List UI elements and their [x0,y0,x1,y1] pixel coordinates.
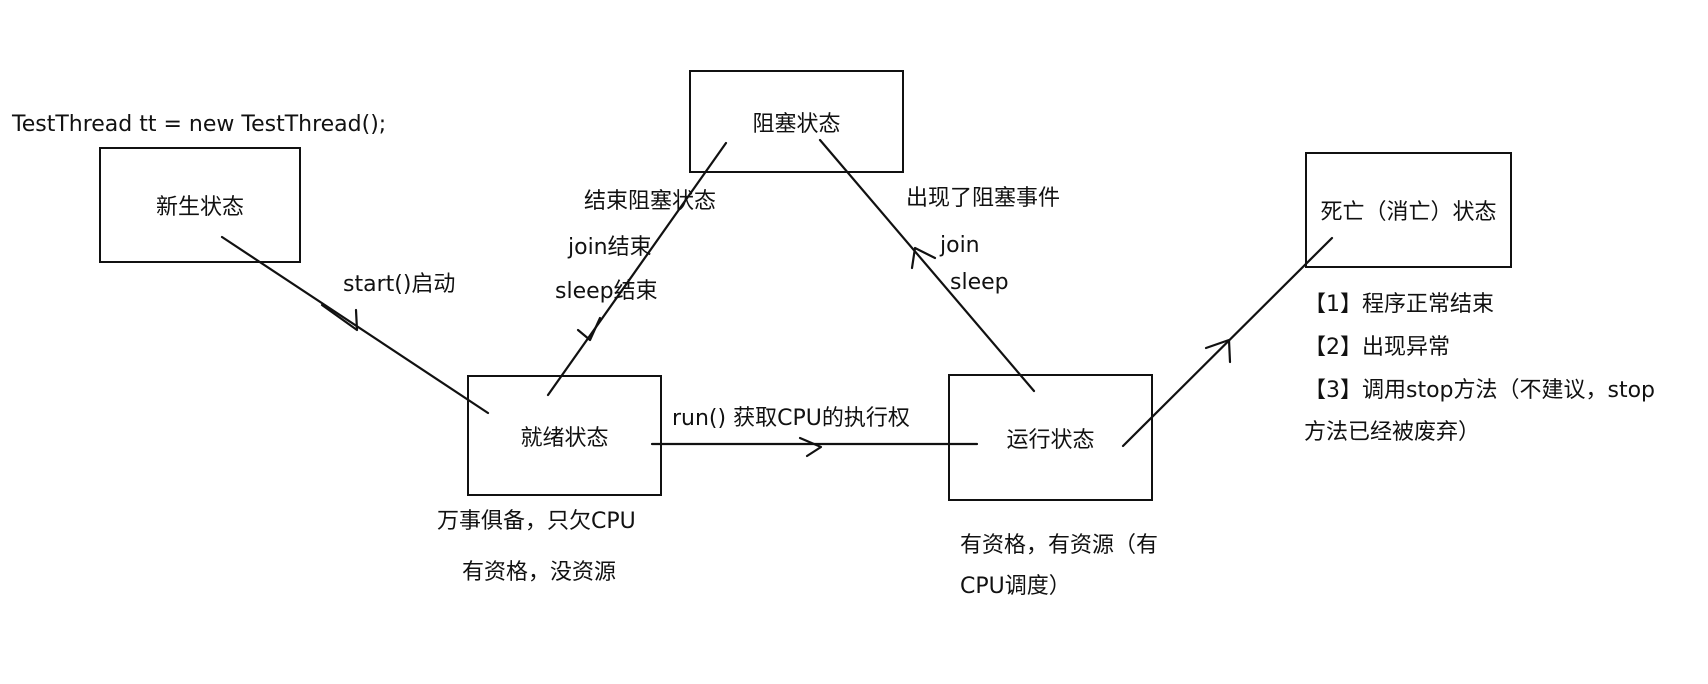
end-block-label-3: sleep结束 [555,279,658,304]
edge-running-to-dead [1121,236,1334,448]
state-new-box: 新生状态 [99,147,301,263]
state-running-label: 运行状态 [1006,427,1095,453]
block-event-label-2: join [940,233,980,258]
running-note-1: 有资格，有资源（有 [960,533,1159,558]
edge-running-to-blocked [818,138,1036,393]
code-line: TestThread tt = new TestThread(); [12,112,387,137]
run-label: run() 获取CPU的执行权 [672,406,910,431]
end-block-label-2: join结束 [568,235,652,260]
edge-blocked-to-ready [546,141,728,397]
edge-new-to-ready [220,235,490,415]
arrowhead-running-to-dead [1204,338,1232,364]
dead-note-4: 方法已经被废弃） [1304,420,1481,445]
ready-note-1: 万事俱备，只欠CPU [437,509,636,534]
dead-note-1: 【1】程序正常结束 [1304,292,1494,317]
running-note-2: CPU调度） [960,574,1071,599]
arrowhead-new-to-ready [320,303,359,332]
start-label: start()启动 [343,272,456,297]
state-dead-box: 死亡（消亡）状态 [1305,152,1512,268]
state-blocked-label: 阻塞状态 [752,111,841,137]
arrowhead-ready-to-running [798,436,823,458]
state-blocked-box: 阻塞状态 [689,70,904,173]
state-running-box: 运行状态 [948,374,1153,501]
dead-note-3: 【3】调用stop方法（不建议，stop [1304,378,1656,403]
ready-note-2: 有资格，没资源 [462,560,617,585]
state-ready-box: 就绪状态 [467,375,662,496]
block-event-label-3: sleep [950,270,1009,295]
arrowhead-blocked-to-ready [576,316,602,342]
dead-note-2: 【2】出现异常 [1304,335,1450,360]
state-dead-label: 死亡（消亡）状态 [1320,200,1497,225]
state-new-label: 新生状态 [155,195,244,220]
end-block-label-1: 结束阻塞状态 [584,189,717,214]
block-event-label-1: 出现了阻塞事件 [906,186,1061,211]
state-ready-label: 就绪状态 [520,425,609,451]
arrowhead-running-to-blocked [910,246,937,270]
